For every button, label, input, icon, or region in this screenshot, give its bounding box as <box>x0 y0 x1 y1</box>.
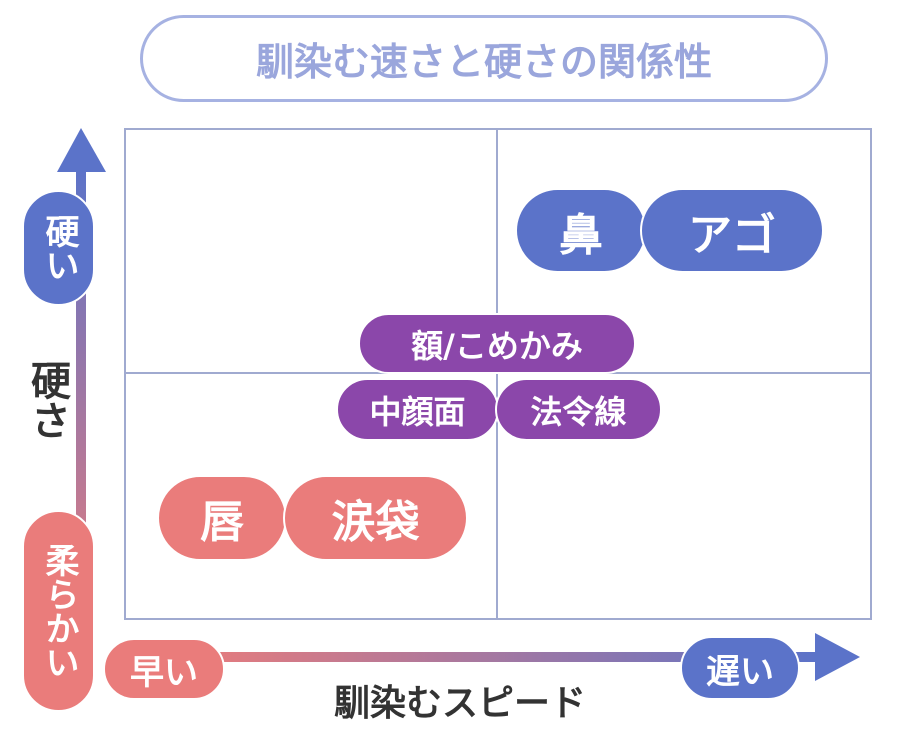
y-axis-arrowhead <box>57 128 106 172</box>
x-axis-arrowhead <box>815 633 860 681</box>
item-nose: 鼻 <box>515 188 647 273</box>
item-midface: 中顔面 <box>336 378 499 441</box>
y-axis-shaft <box>76 165 86 645</box>
item-label: 鼻 <box>559 209 603 261</box>
item-nasolabial: 法令線 <box>495 378 662 441</box>
fast-label-pill: 早い <box>103 638 225 700</box>
y-axis-label: 硬さ <box>24 360 70 440</box>
slow-label: 遅い <box>706 651 774 692</box>
item-label: 法令線 <box>530 392 627 431</box>
item-label: アゴ <box>688 209 776 261</box>
item-label: 中顔面 <box>369 392 466 431</box>
hard-label: 硬い <box>39 214 80 282</box>
slow-label-pill: 遅い <box>680 636 800 700</box>
x-axis-shaft <box>180 652 820 662</box>
item-label: 唇 <box>200 497 244 548</box>
title-box: 馴染む速さと硬さの関係性 <box>140 15 828 102</box>
item-lips: 唇 <box>157 475 287 561</box>
item-label: 額/こめかみ <box>411 326 583 365</box>
title: 馴染む速さと硬さの関係性 <box>255 40 712 84</box>
fast-label: 早い <box>130 652 198 693</box>
vertical-divider <box>496 128 498 620</box>
item-label: 涙袋 <box>331 497 420 548</box>
quadrant-frame <box>124 128 872 620</box>
soft-label: 柔らかい <box>39 543 80 679</box>
item-forehead: 額/こめかみ <box>358 313 636 374</box>
soft-label-pill: 柔らかい <box>22 510 95 712</box>
hard-label-pill: 硬い <box>22 190 95 306</box>
item-jaw: アゴ <box>640 188 824 273</box>
item-tear-bags: 涙袋 <box>283 475 468 561</box>
x-axis-label: 馴染むスピード <box>333 683 586 724</box>
